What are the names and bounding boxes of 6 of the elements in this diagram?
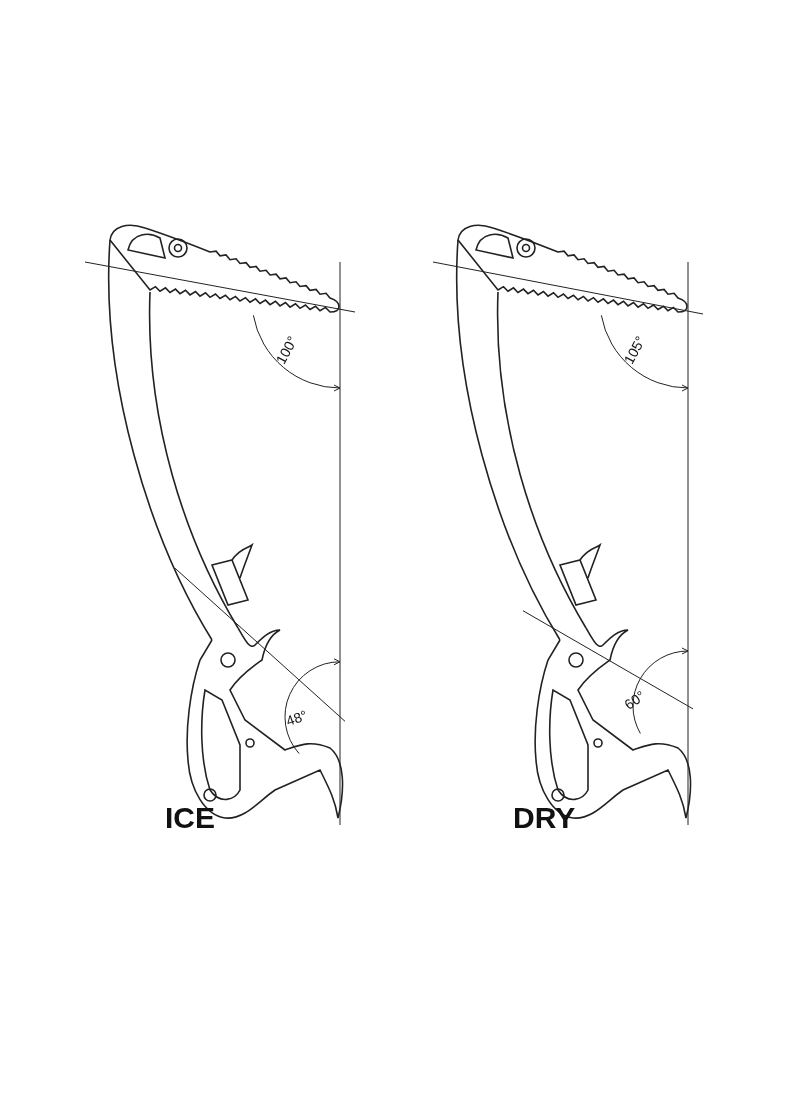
- mode-label: ICE: [165, 800, 215, 836]
- angle-label: 100°: [271, 332, 302, 368]
- angle-label: 60°: [620, 686, 649, 715]
- mode-label: DRY: [513, 800, 576, 836]
- angle-label: 105°: [619, 332, 650, 368]
- angle-label: 48°: [283, 705, 310, 731]
